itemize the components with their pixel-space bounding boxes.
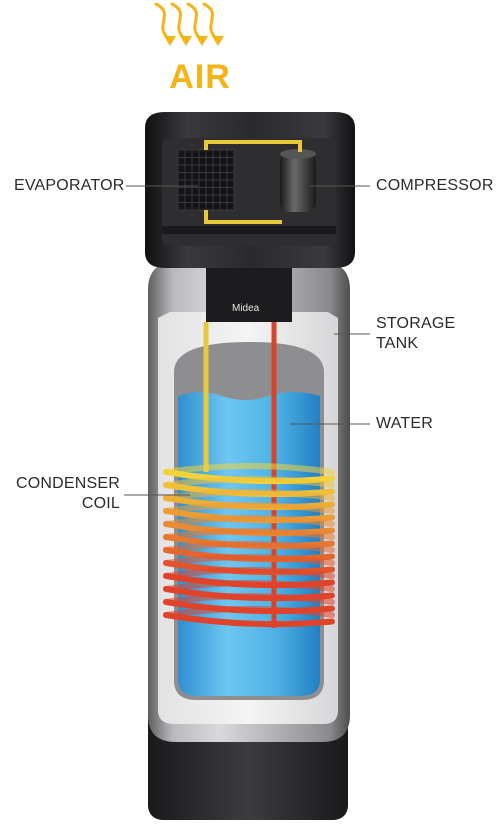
- coil-winding-back: [163, 580, 335, 592]
- coil-winding-back: [163, 502, 335, 514]
- coil-winding-back: [163, 463, 335, 475]
- neck-connector: [206, 262, 292, 322]
- condenser-coil-line-1: CONDENSER: [15, 475, 120, 492]
- coil-winding-back: [163, 606, 335, 618]
- air-arrow-head: [180, 36, 192, 46]
- coil-winding-back: [163, 515, 335, 527]
- air-arrow-head: [196, 36, 208, 46]
- refrigerant-loop: [204, 140, 302, 224]
- evaporator-text: EVAPORATOR: [14, 177, 125, 194]
- coil-winding-back: [163, 528, 335, 540]
- coil-winding-back: [163, 541, 335, 553]
- leader-lines: [124, 185, 370, 496]
- air-arrow-head: [164, 36, 176, 46]
- water-label: WATER: [376, 414, 433, 434]
- air-wave-line: [170, 2, 188, 42]
- air-label: AIR: [169, 58, 231, 96]
- compressor-body: [280, 152, 316, 212]
- coil-winding-back: [163, 567, 335, 579]
- storage-tank-line-1: STORAGE: [376, 315, 456, 332]
- storage-tank-line-2: TANK: [376, 335, 419, 352]
- coil-winding-back: [163, 593, 335, 605]
- air-flow-arrows: [154, 2, 224, 46]
- compressor-label: COMPRESSOR: [376, 176, 494, 196]
- brand-logo: Midea: [232, 303, 260, 314]
- condenser-coil: [163, 463, 335, 628]
- air-arrow-head: [212, 36, 224, 46]
- condenser-coil-label: CONDENSER COIL: [14, 474, 120, 514]
- condenser-coil-line-2: COIL: [81, 495, 120, 512]
- air-wave-line: [202, 2, 220, 42]
- water-text: WATER: [376, 415, 433, 432]
- coil-winding-back: [163, 489, 335, 501]
- coil-winding-back: [163, 554, 335, 566]
- coil-winding-back: [163, 476, 335, 488]
- air-wave-line: [186, 2, 204, 42]
- coil-winding-front: [163, 612, 335, 628]
- compressor-text: COMPRESSOR: [376, 177, 494, 194]
- air-wave-line: [154, 2, 172, 42]
- evaporator-label: EVAPORATOR: [14, 176, 124, 196]
- storage-tank-label: STORAGE TANK: [376, 314, 455, 354]
